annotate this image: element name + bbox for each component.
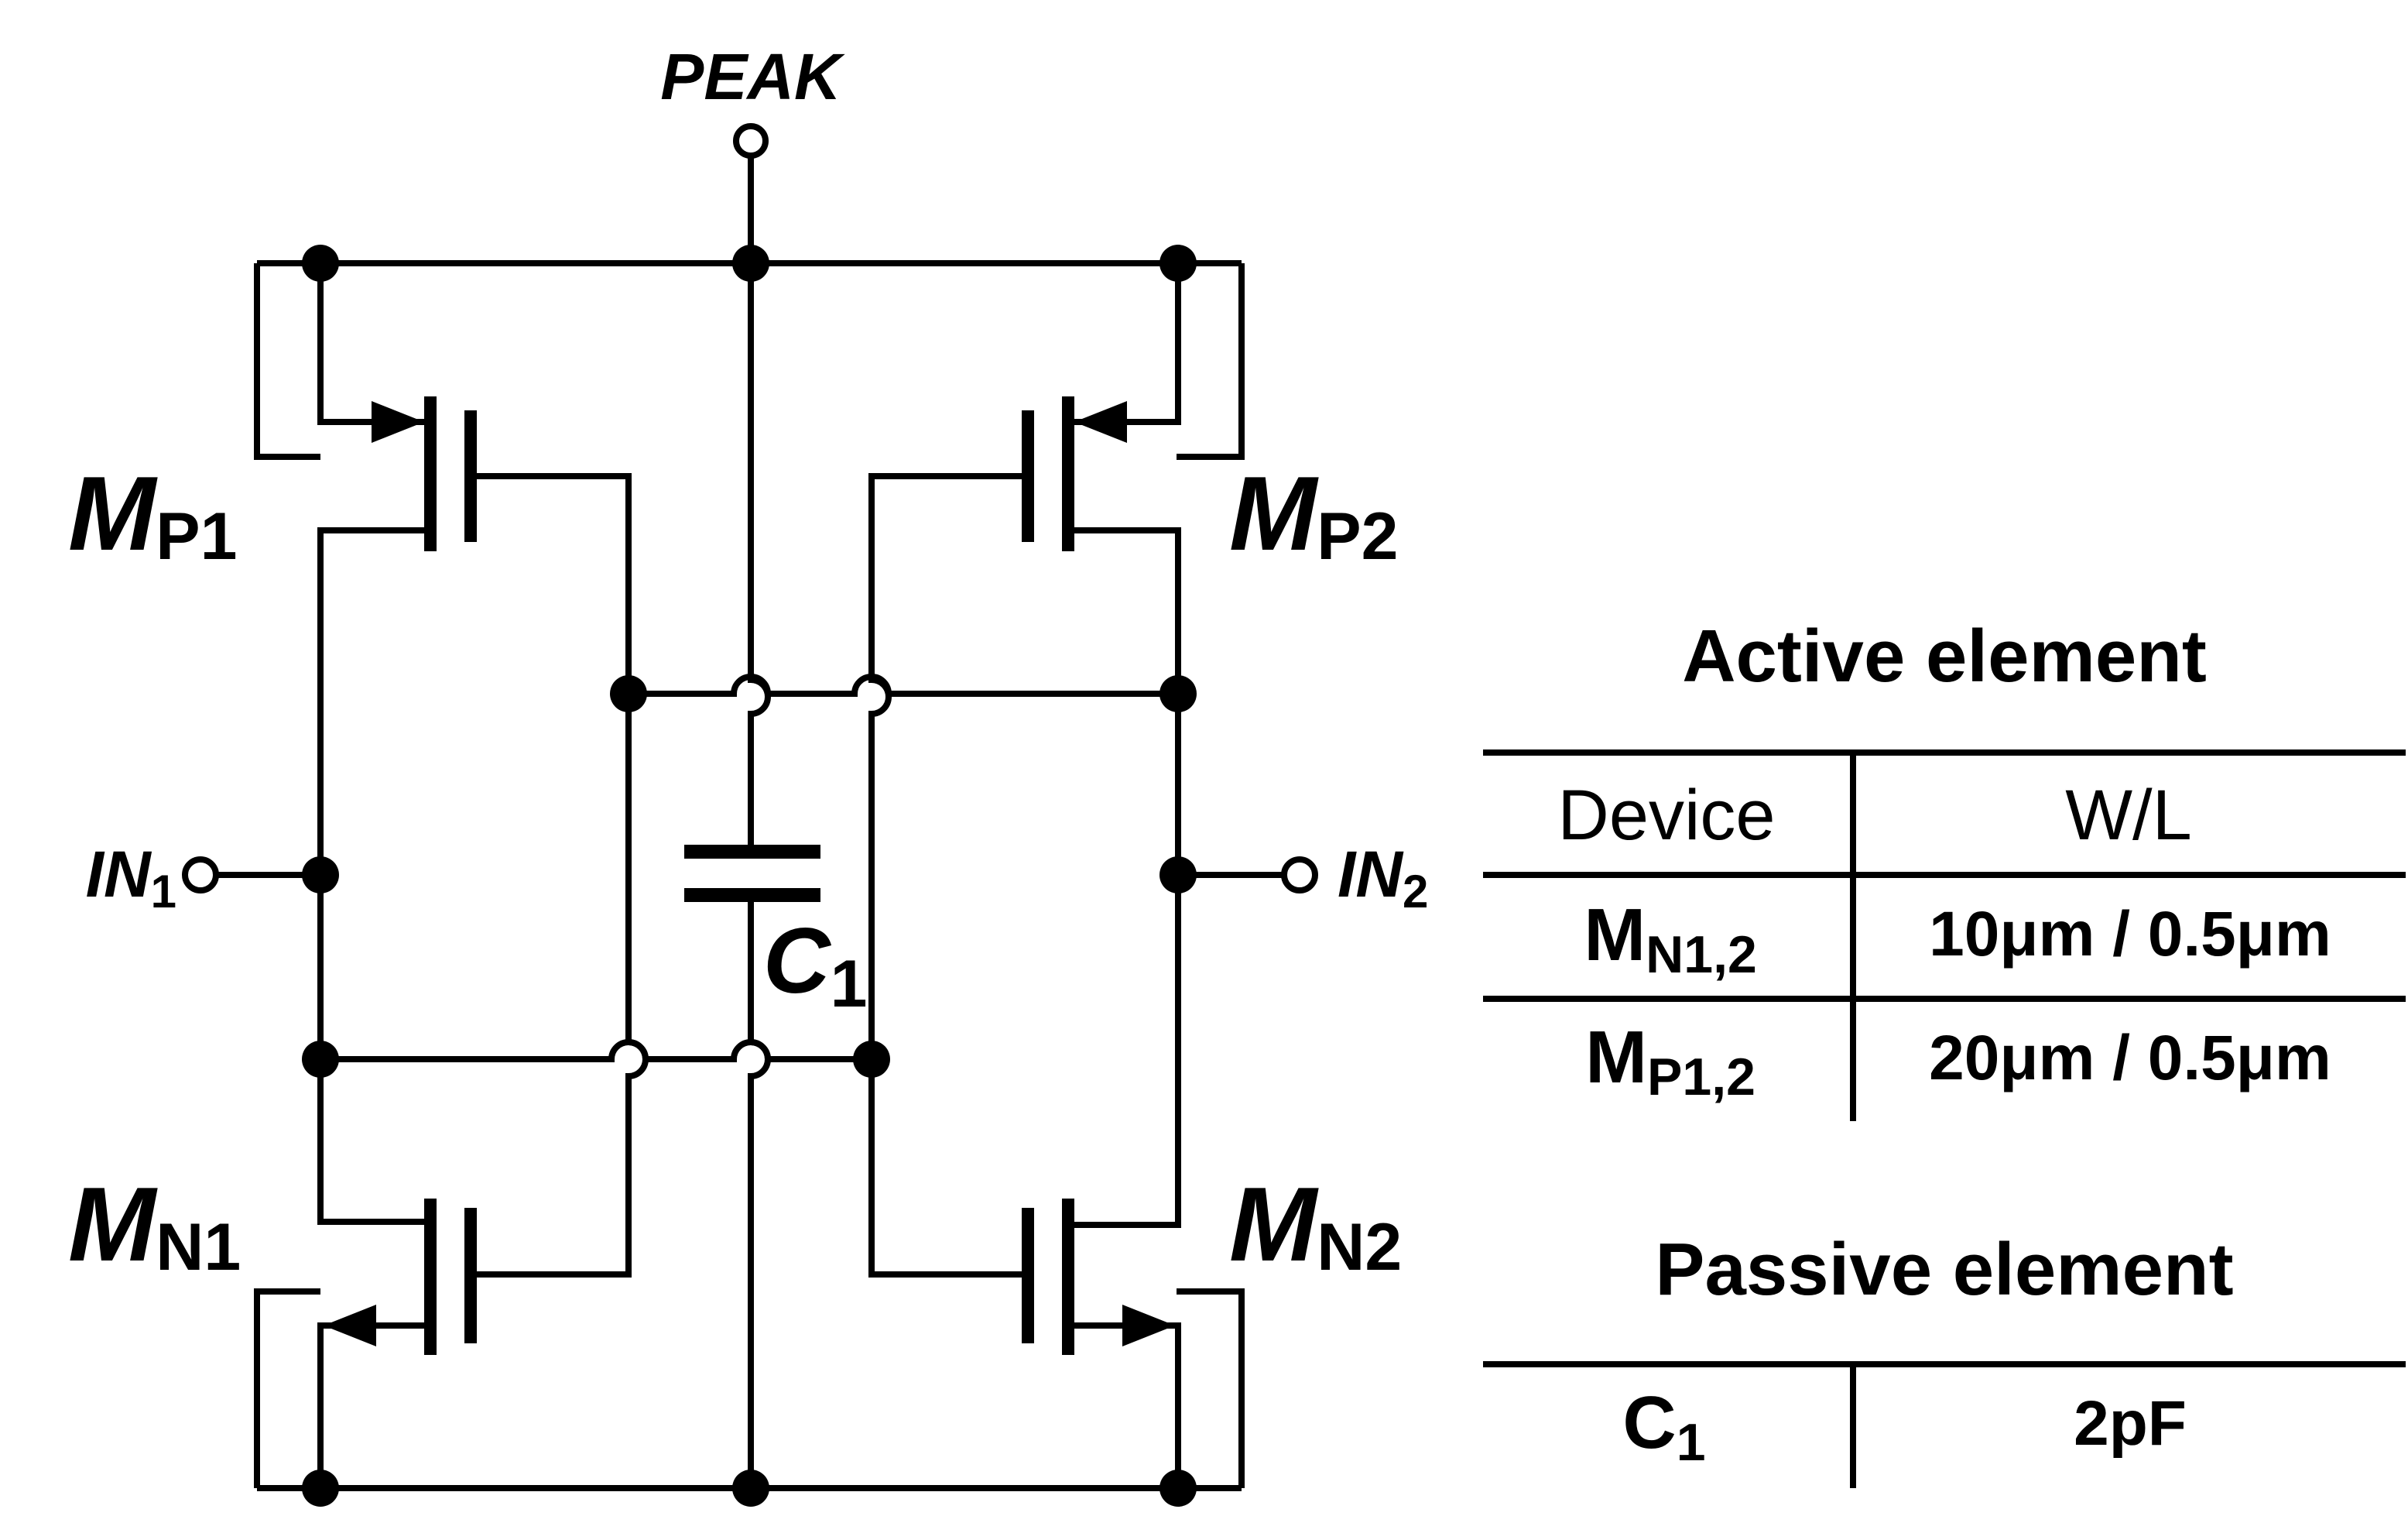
mn1-label: MN1	[68, 1165, 241, 1284]
left-frame-bottom	[254, 1288, 320, 1488]
mp1-drain	[317, 527, 426, 1059]
passive-row-c1-device: C1	[1622, 1381, 1705, 1472]
capacitor-label: C1	[763, 909, 868, 1021]
active-row-mp-wl: 20μm / 0.5μm	[1929, 1023, 2331, 1093]
mp1-label: MP1	[68, 454, 238, 574]
mp2-arrow	[1074, 401, 1127, 443]
in2-label: IN2	[1338, 838, 1428, 917]
junction-dot	[610, 675, 647, 712]
active-row-mn-device: MN1,2	[1584, 893, 1757, 984]
device-plates	[424, 396, 1074, 1355]
in1-label: IN1	[86, 838, 176, 917]
junction-dots	[302, 245, 1197, 1507]
center-wire-top	[748, 263, 771, 852]
junction-dot	[302, 856, 339, 893]
mn1-source	[317, 1322, 426, 1488]
mn2-label: MN2	[1229, 1165, 1402, 1284]
mn2-source	[1073, 1322, 1181, 1488]
mp1-gate	[474, 473, 649, 1278]
right-frame	[1177, 263, 1245, 460]
mp2-source	[1073, 263, 1181, 425]
active-table-title: Active element	[1682, 615, 2207, 698]
lower-cross	[320, 1039, 872, 1062]
mp1-arrow	[372, 401, 424, 443]
mn2-gate	[868, 1059, 1025, 1278]
junction-dot	[302, 245, 339, 282]
active-element-table: Active element Device W/L MN1,2 10μm / 0…	[1483, 615, 2406, 1121]
mn1-arrow	[324, 1305, 376, 1346]
mn1-drain	[317, 1059, 426, 1225]
peak-label: PEAK	[660, 40, 845, 113]
mp2-gate	[868, 473, 1025, 1059]
junction-dot	[1159, 856, 1197, 893]
active-row-mp-device: MP1,2	[1585, 1016, 1755, 1106]
active-row-mn-wl: 10μm / 0.5μm	[1929, 899, 2331, 969]
arrows	[324, 401, 1175, 1346]
junction-dot	[302, 1041, 339, 1078]
junction-dot	[1159, 1470, 1197, 1507]
passive-table-title: Passive element	[1655, 1228, 2233, 1311]
left-frame	[254, 263, 320, 460]
junction-dot	[732, 245, 769, 282]
peak-terminal	[733, 123, 769, 159]
passive-element-table: Passive element C1 2pF	[1483, 1228, 2406, 1488]
mn2-arrow	[1122, 1305, 1175, 1346]
wires	[217, 153, 1283, 1491]
junction-dot	[302, 1470, 339, 1507]
in1-terminal	[182, 856, 219, 893]
upper-cross	[629, 674, 1178, 697]
mp1-source	[317, 263, 426, 425]
active-table-header-wl: W/L	[2065, 776, 2192, 855]
junction-dot	[1159, 245, 1197, 282]
active-table-header-device: Device	[1557, 776, 1775, 855]
passive-row-c1-value: 2pF	[2074, 1388, 2187, 1459]
junction-dot	[732, 1470, 769, 1507]
junction-dot	[853, 1041, 890, 1078]
in2-terminal	[1281, 856, 1318, 893]
junction-dot	[1159, 675, 1197, 712]
mp2-label: MP2	[1229, 454, 1399, 574]
terminal-circles	[182, 123, 1318, 893]
right-frame-bottom	[1177, 1288, 1245, 1488]
